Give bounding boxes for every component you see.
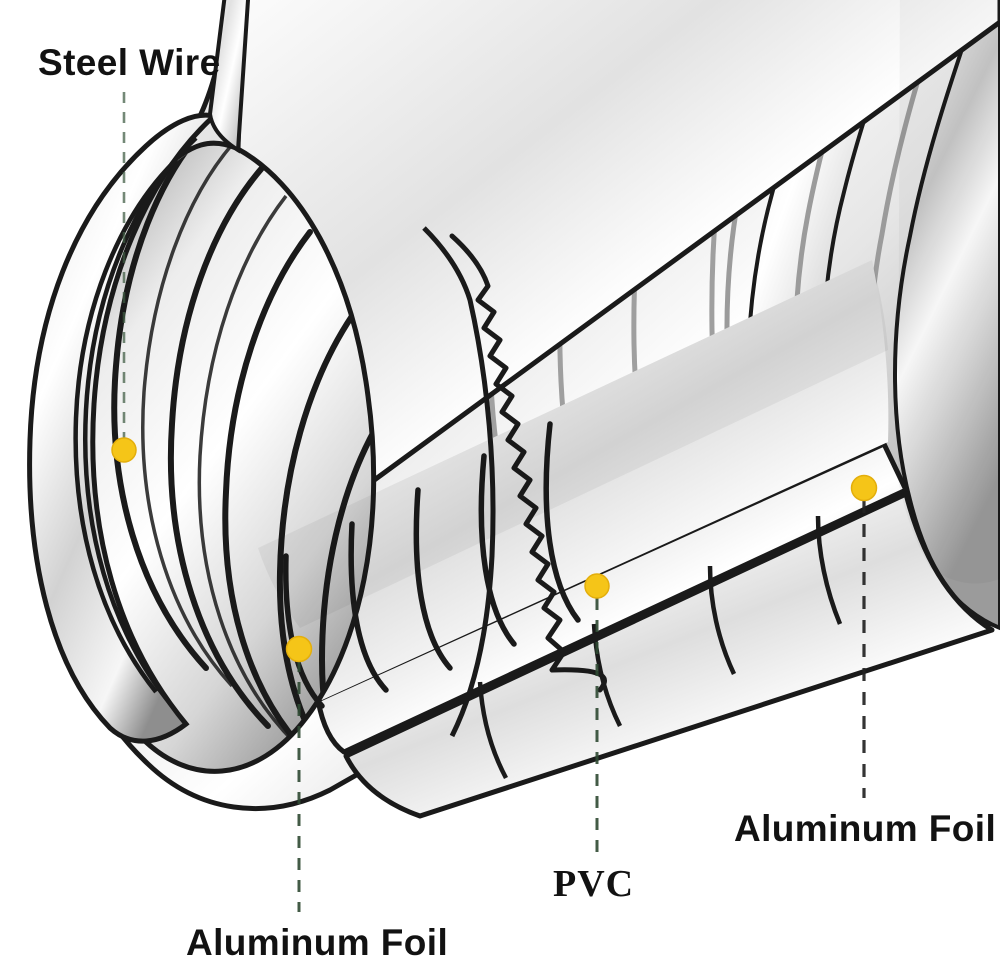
callout-label-pvc: PVC xyxy=(553,863,635,905)
duct-cut-band xyxy=(225,0,1000,755)
callout-label-aluminum-foil-left: Aluminum Foil xyxy=(186,922,449,963)
duct-left-wall-layers xyxy=(27,112,220,744)
marker-dot-steel-wire xyxy=(111,437,137,463)
rim-to-bore-junction xyxy=(207,0,251,154)
duct-lower-jacket-segments xyxy=(343,491,995,819)
duct-open-end xyxy=(47,140,377,774)
callout-label-steel-wire: Steel Wire xyxy=(38,42,221,83)
foil-torn-edge xyxy=(422,226,607,738)
marker-dot-pvc xyxy=(584,573,610,599)
duct-shading xyxy=(258,260,888,628)
marker-dot-aluminum-foil-right xyxy=(850,474,878,502)
marker-dot-aluminum-foil-left xyxy=(285,635,313,663)
callout-label-aluminum-foil-right: Aluminum Foil xyxy=(734,808,997,849)
